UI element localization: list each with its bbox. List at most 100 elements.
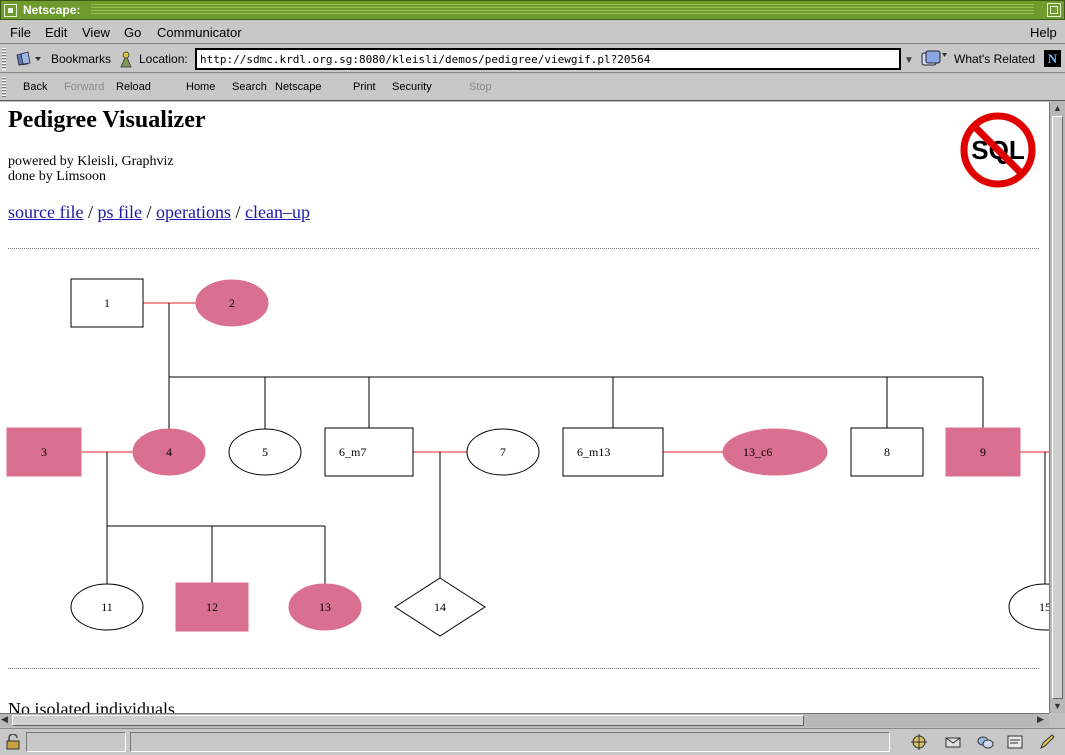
whats-related-icon[interactable] [920, 49, 948, 69]
pedigree-node-label: 2 [229, 296, 235, 310]
bookmarks-icon[interactable] [16, 51, 42, 67]
pedigree-node-5: 5 [228, 428, 302, 476]
url-history-dropdown-icon[interactable]: ▼ [904, 55, 914, 66]
clean-up-link[interactable]: clean–up [245, 202, 310, 222]
ps-file-link[interactable]: ps file [97, 202, 142, 222]
print-button[interactable]: Print [353, 81, 376, 93]
pedigree-node-14: 14 [394, 577, 486, 637]
toolbar-grip[interactable] [2, 48, 6, 70]
window-title: Netscape: [23, 3, 81, 17]
window-titlebar: Netscape: [0, 0, 1065, 20]
pedigree-node-6_m13: 6_m13 [562, 427, 664, 477]
url-field[interactable]: http://sdmc.krdl.org.sg:8080/kleisli/dem… [195, 48, 901, 70]
netscape-logo[interactable]: N [1044, 50, 1061, 67]
pedigree-node-shape [466, 428, 540, 476]
link-separator: / [141, 202, 156, 222]
scroll-up-icon[interactable]: ▲ [1053, 103, 1062, 113]
menu-communicator[interactable]: Communicator [157, 25, 242, 40]
pedigree-node-shape [228, 428, 302, 476]
page-content: Pedigree Visualizer powered by Kleisli, … [0, 102, 1049, 713]
scroll-down-icon[interactable]: ▼ [1053, 701, 1062, 711]
powered-by-text: powered by Kleisli, Graphviz [8, 154, 174, 169]
scroll-right-icon[interactable]: ▶ [1037, 714, 1044, 724]
pedigree-node-shape [288, 583, 362, 631]
pedigree-node-8: 8 [850, 427, 924, 477]
pedigree-node-6_m7: 6_m7 [324, 427, 414, 477]
pedigree-node-label: 14 [434, 600, 446, 614]
bookmarks-button[interactable]: Bookmarks [51, 52, 112, 66]
menu-file[interactable]: File [10, 25, 31, 40]
pedigree-node-13: 13 [288, 583, 362, 631]
isolated-individuals-text: No isolated individuals [8, 699, 175, 713]
status-text-field [130, 732, 890, 752]
pedigree-node-label: 7 [500, 445, 506, 459]
navigation-toolbar: Back Forward Reload Home Search Netscape… [0, 74, 1065, 101]
mail-icon[interactable] [944, 733, 962, 751]
pedigree-node-shape [70, 583, 144, 631]
pedigree-node-12: 12 [175, 582, 249, 632]
pedigree-node-label: 9 [980, 445, 986, 459]
maximize-icon[interactable] [1047, 3, 1061, 17]
pedigree-node-label: 4 [166, 445, 172, 459]
pedigree-node-label: 6_m7 [339, 445, 366, 459]
pedigree-node-shape [175, 582, 249, 632]
pedigree-node-2: 2 [195, 279, 269, 327]
page-proxy-icon[interactable] [118, 50, 134, 68]
toolbar-grip[interactable] [2, 77, 6, 97]
pedigree-node-shape [562, 427, 664, 477]
menu-bar: File Edit View Go Communicator Help [0, 20, 1065, 44]
netscape-button[interactable]: Netscape [275, 81, 322, 93]
pedigree-node-shape [132, 428, 206, 476]
vertical-scroll-thumb[interactable] [1052, 116, 1063, 699]
pedigree-node-11: 11 [70, 583, 144, 631]
edit-page-icon[interactable] [1038, 733, 1056, 751]
security-button[interactable]: Security [392, 81, 432, 93]
scroll-left-icon[interactable]: ◀ [1, 714, 8, 724]
pedigree-node-label: 13 [319, 600, 331, 614]
pedigree-node-shape [70, 278, 144, 328]
pedigree-node-1: 1 [70, 278, 144, 328]
menu-edit[interactable]: Edit [45, 25, 68, 40]
location-label: Location: [139, 52, 188, 66]
menu-go[interactable]: Go [124, 25, 142, 40]
whats-related-button[interactable]: What's Related [954, 52, 1035, 66]
operations-link[interactable]: operations [156, 202, 231, 222]
pedigree-node-label: 5 [262, 445, 268, 459]
pedigree-node-shape [1008, 583, 1049, 631]
horizontal-scrollbar[interactable]: ◀ ▶ [0, 713, 1049, 727]
horizontal-scroll-thumb[interactable] [12, 715, 804, 726]
vertical-scrollbar[interactable]: ▲ ▼ [1049, 102, 1065, 713]
pedigree-node-label: 1 [104, 296, 110, 310]
horizontal-rule [8, 248, 1039, 249]
pedigree-node-shape [394, 577, 486, 637]
pedigree-node-shape [195, 279, 269, 327]
done-by-text: done by Limsoon [8, 169, 106, 184]
pedigree-node-label: 6_m13 [577, 445, 610, 459]
pedigree-node-label: 8 [884, 445, 890, 459]
pedigree-node-shape [722, 428, 828, 476]
pedigree-node-label: 15 [1039, 600, 1049, 614]
forward-button[interactable]: Forward [64, 81, 105, 93]
no-sql-logo: SQL [960, 112, 1036, 188]
status-bar [0, 728, 1065, 755]
pedigree-node-4: 4 [132, 428, 206, 476]
pedigree-node-shape [324, 427, 414, 477]
composer-icon[interactable] [1006, 733, 1024, 751]
pedigree-node-15: 15 [1008, 583, 1049, 631]
reload-button[interactable]: Reload [116, 81, 151, 93]
pedigree-node-label: 12 [206, 600, 218, 614]
home-button[interactable]: Home [186, 81, 216, 93]
security-lock-icon[interactable] [5, 734, 21, 750]
page-links: source file / ps file / operations / cle… [8, 202, 310, 223]
pedigree-node-9: 9 [945, 427, 1021, 477]
discussion-groups-icon[interactable] [976, 733, 994, 751]
window-menu-icon[interactable] [4, 4, 17, 17]
navigator-icon[interactable] [910, 733, 928, 751]
back-button[interactable]: Back [23, 81, 48, 93]
search-button[interactable]: Search [232, 81, 267, 93]
source-file-link[interactable]: source file [8, 202, 84, 222]
menu-help[interactable]: Help [1030, 25, 1057, 40]
menu-view[interactable]: View [82, 25, 110, 40]
pedigree-node-label: 11 [101, 600, 113, 614]
stop-button[interactable]: Stop [469, 81, 492, 93]
